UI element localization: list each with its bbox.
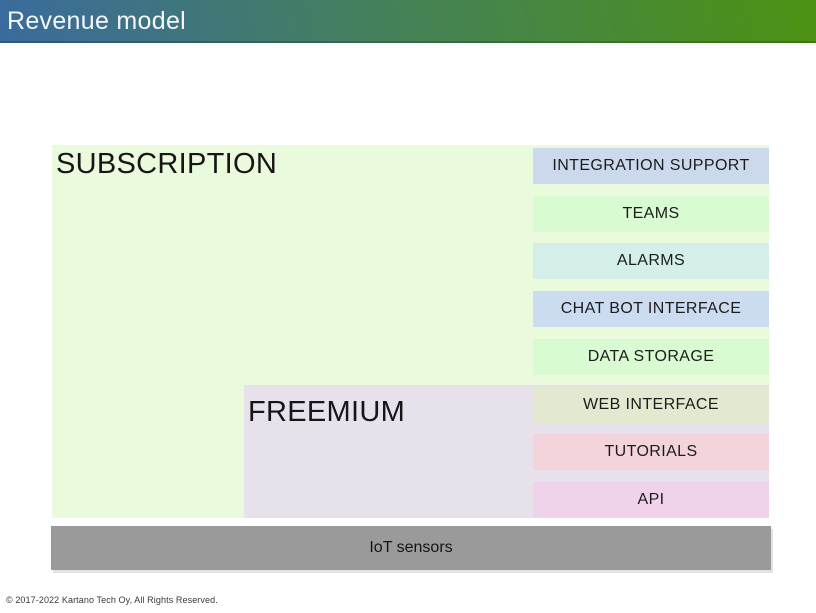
feature-box-api: API [533,482,769,518]
feature-box-tutorials: TUTORIALS [533,434,769,470]
slide-title-bar: Revenue model [0,0,816,43]
feature-box-chat-bot-interface: CHAT BOT INTERFACE [533,291,769,327]
slide-title: Revenue model [7,7,187,35]
subscription-tier-label: SUBSCRIPTION [56,148,278,180]
feature-box-web-interface: WEB INTERFACE [533,387,769,423]
freemium-tier-label: FREEMIUM [248,396,406,428]
feature-box-data-storage: DATA STORAGE [533,339,769,375]
iot-sensors-bar: IoT sensors [51,526,771,570]
feature-box-alarms: ALARMS [533,243,769,279]
feature-box-integration-support: INTEGRATION SUPPORT [533,148,769,184]
feature-box-teams: TEAMS [533,196,769,232]
copyright-notice: © 2017-2022 Kartano Tech Oy, All Rights … [6,595,218,605]
